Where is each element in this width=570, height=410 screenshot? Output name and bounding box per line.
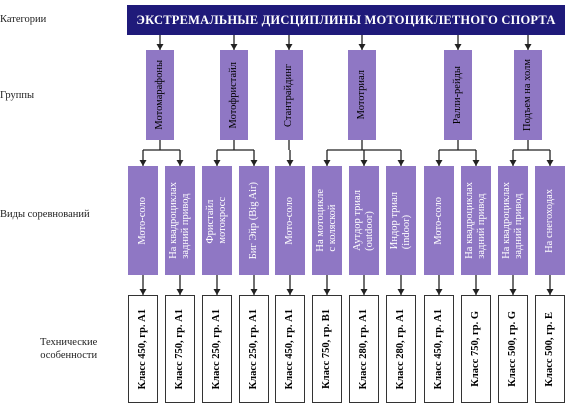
tech-box-label: Класс 250, гр. А1 (211, 308, 222, 390)
tech-box-label: Класс 250, гр. А1 (248, 308, 259, 390)
row-label-groups: Группы (0, 90, 35, 101)
competition-box-label: На мотоцикле с коляской (315, 189, 338, 252)
tech-box-label: Класс 500, гр. Е (544, 311, 555, 387)
tech-box-label: Класс 280, гр. А1 (358, 308, 369, 390)
competition-box: Мото-соло (128, 166, 158, 275)
group-box-label: Мотомарафоны (154, 60, 165, 130)
group-to-competition-arrow-arrowhead (509, 160, 517, 166)
tech-box-label: Класс 750, гр. G (470, 311, 481, 387)
competition-box-label: Фристайл мотокросс (205, 197, 228, 244)
group-to-competition-arrow-arrowhead (397, 160, 405, 166)
category-to-group-arrow-arrowhead (524, 44, 532, 50)
tech-box: Класс 280, гр. А1 (349, 295, 379, 403)
tech-box: Класс 280, гр. А1 (386, 295, 416, 403)
tech-box-label: Класс 750, гр. В1 (321, 309, 332, 389)
group-to-competition-arrow-arrowhead (213, 160, 221, 166)
group-box-label: Мотофристайл (228, 61, 239, 129)
row-label-competition-types: Виды соревнований (0, 209, 90, 220)
category-box: ЭКСТРЕМАЛЬНЫЕ ДИСЦИПЛИНЫ МОТОЦИКЛЕТНОГО … (127, 5, 565, 35)
competition-to-tech-arrow-arrowhead (250, 289, 258, 295)
tech-box: Класс 450, гр. А1 (424, 295, 454, 403)
group-to-competition-arrow-arrowhead (435, 160, 443, 166)
competition-to-tech-arrow-arrowhead (213, 289, 221, 295)
competition-box-label: На квадроциклах задний привод (464, 182, 487, 259)
row-label-categories: Категории (0, 14, 47, 25)
competition-box-label: На квадроциклах задний привод (168, 182, 191, 259)
tech-box: Класс 750, гр. А1 (165, 295, 195, 403)
competition-box: Мото-соло (424, 166, 454, 275)
competition-box: На квадроциклах задний привод (165, 166, 195, 275)
competition-box-label: Индор триал (indoor) (389, 191, 412, 250)
group-to-competition-arrow-arrowhead (286, 160, 294, 166)
competition-box: На снегоходах (535, 166, 565, 275)
competition-to-tech-arrow-arrowhead (546, 289, 554, 295)
group-box: Ралли-рейды (444, 50, 472, 140)
competition-to-tech-arrow-arrowhead (323, 289, 331, 295)
tech-box-label: Класс 750, гр. А1 (174, 308, 185, 390)
group-to-competition-arrow-arrowhead (472, 160, 480, 166)
competition-box-label: Биг Эйр (Big Air) (248, 181, 259, 260)
competition-box: Мото-соло (275, 166, 305, 275)
group-box: Подъем на холм (514, 50, 542, 140)
competition-to-tech-arrow-arrowhead (397, 289, 405, 295)
competition-box-label: Мото-соло (137, 196, 148, 245)
category-to-group-arrow-arrowhead (230, 44, 238, 50)
competition-box-label: Мото-соло (433, 196, 444, 245)
competition-box: На квадроциклах задний привод (498, 166, 528, 275)
group-to-competition-arrow-arrowhead (250, 160, 258, 166)
group-box-label: Мототриал (356, 70, 367, 120)
competition-box-label: На квадроциклах задний привод (501, 182, 524, 259)
group-to-competition-arrow-arrowhead (176, 160, 184, 166)
category-to-group-arrow-arrowhead (156, 44, 164, 50)
group-box: Мотофристайл (220, 50, 248, 140)
competition-box: Индор триал (indoor) (386, 166, 416, 275)
competition-to-tech-arrow-arrowhead (435, 289, 443, 295)
competition-to-tech-arrow-arrowhead (509, 289, 517, 295)
tech-box: Класс 450, гр. А1 (128, 295, 158, 403)
group-to-competition-arrow-arrowhead (323, 160, 331, 166)
tech-box: Класс 250, гр. А1 (239, 295, 269, 403)
group-box-label: Подъем на холм (522, 59, 533, 131)
group-to-competition-arrow-arrowhead (360, 160, 368, 166)
group-box: Мототриал (348, 50, 376, 140)
tech-box: Класс 450, гр. А1 (275, 295, 305, 403)
group-box-label: Стантрайдинг (283, 63, 294, 127)
competition-box: На мотоцикле с коляской (312, 166, 342, 275)
tech-box-label: Класс 450, гр. А1 (284, 308, 295, 390)
row-label-technical-features: Технические особенности (40, 337, 98, 361)
tech-box-label: Класс 450, гр. А1 (433, 308, 444, 390)
tech-box: Класс 500, гр. G (498, 295, 528, 403)
group-box: Мотомарафоны (146, 50, 174, 140)
tech-box: Класс 750, гр. G (461, 295, 491, 403)
tech-box-label: Класс 450, гр. А1 (137, 308, 148, 390)
tech-box: Класс 250, гр. А1 (202, 295, 232, 403)
group-box-label: Ралли-рейды (452, 65, 463, 125)
group-to-competition-arrow-arrowhead (546, 160, 554, 166)
group-to-competition-arrow-arrowhead (139, 160, 147, 166)
tech-box-label: Класс 500, гр. G (507, 311, 518, 387)
competition-to-tech-arrow-arrowhead (286, 289, 294, 295)
competition-to-tech-arrow-arrowhead (472, 289, 480, 295)
competition-box: Фристайл мотокросс (202, 166, 232, 275)
competition-box-label: Мото-соло (284, 196, 295, 245)
category-to-group-arrow-arrowhead (358, 44, 366, 50)
category-to-group-arrow-arrowhead (285, 44, 293, 50)
competition-to-tech-arrow-arrowhead (139, 289, 147, 295)
tech-box: Класс 500, гр. Е (535, 295, 565, 403)
competition-box: На квадроциклах задний привод (461, 166, 491, 275)
tech-box: Класс 750, гр. В1 (312, 295, 342, 403)
group-box: Стантрайдинг (275, 50, 303, 140)
tech-box-label: Класс 280, гр. А1 (395, 308, 406, 390)
competition-box-label: На снегоходах (544, 188, 555, 253)
category-to-group-arrow-arrowhead (454, 44, 462, 50)
competition-box-label: Аутдор триал (outdoor) (352, 190, 375, 251)
competition-box: Биг Эйр (Big Air) (239, 166, 269, 275)
competition-to-tech-arrow-arrowhead (176, 289, 184, 295)
competition-box: Аутдор триал (outdoor) (349, 166, 379, 275)
competition-to-tech-arrow-arrowhead (360, 289, 368, 295)
